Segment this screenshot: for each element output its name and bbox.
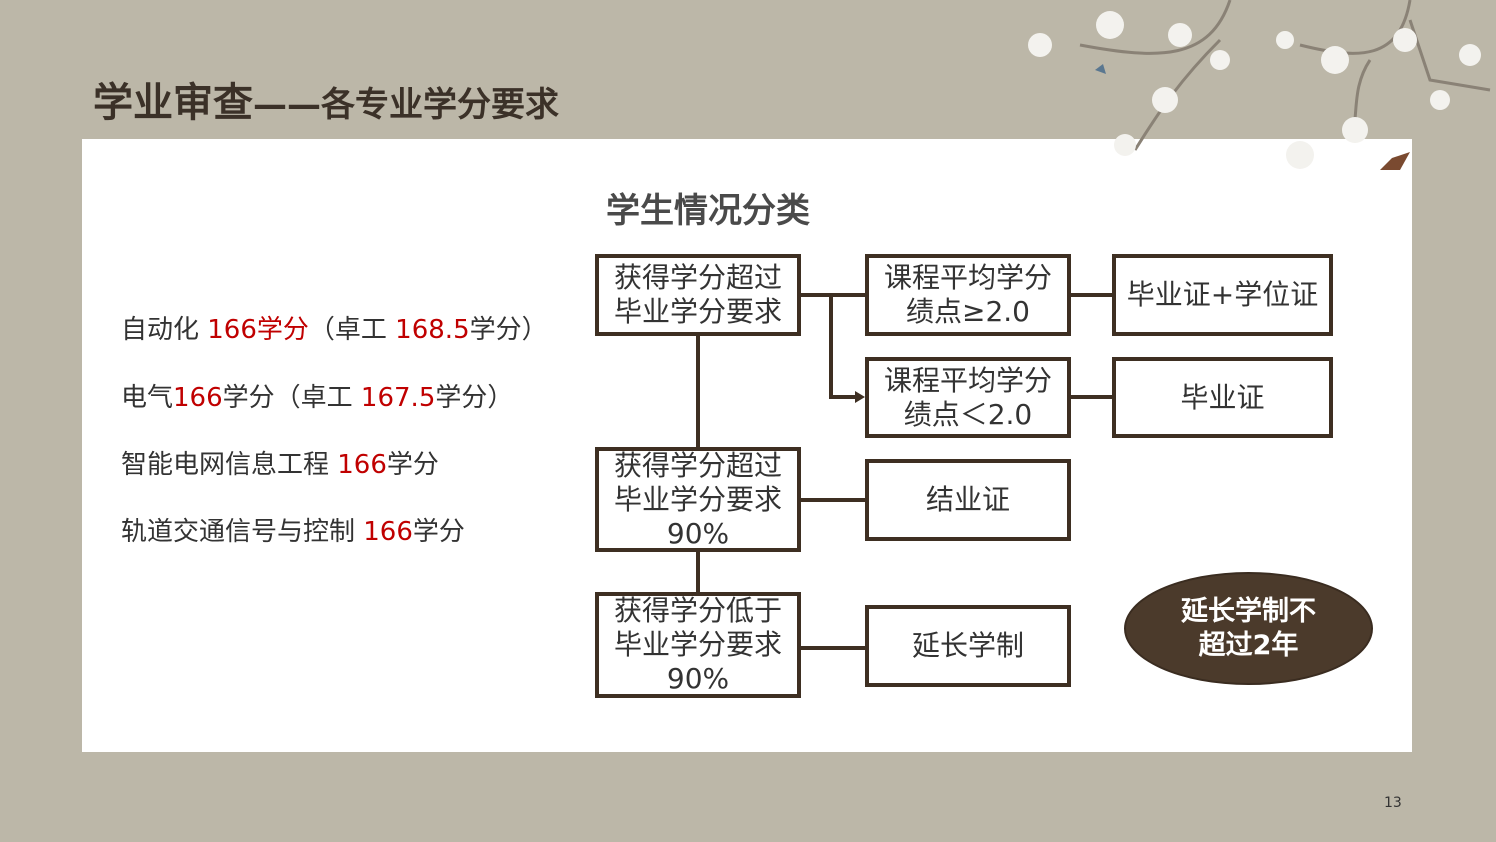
title-sub: ——各专业学分要求 [253,85,559,125]
box-credits-exceed: 获得学分超过毕业学分要求 [595,254,801,336]
connector [1071,395,1112,399]
box-diploma: 毕业证 [1112,357,1333,438]
box-extend-study: 延长学制 [865,605,1071,687]
connector [696,336,700,447]
page-number: 13 [1384,795,1402,811]
requirement-smartgrid: 智能电网信息工程 166学分 [121,450,439,480]
section-heading: 学生情况分类 [606,191,810,231]
extension-limit-ellipse: 延长学制不超过2年 [1124,572,1373,685]
box-diploma-degree: 毕业证+学位证 [1112,254,1333,336]
connector [829,293,833,399]
box-completion-cert: 结业证 [865,459,1071,541]
box-gpa-high: 课程平均学分绩点≥2.0 [865,254,1071,336]
box-gpa-low: 课程平均学分绩点＜2.0 [865,357,1071,438]
arrowhead-icon [855,391,865,403]
requirement-electrical: 电气166学分（卓工 167.5学分） [121,383,514,413]
connector [801,498,865,502]
requirement-rail: 轨道交通信号与控制 166学分 [121,517,465,547]
slide-title: 学业审查——各专业学分要求 [93,70,559,128]
connector [801,646,865,650]
requirement-automation: 自动化 166学分（卓工 168.5学分） [121,315,548,345]
connector [829,395,857,399]
title-main: 学业审查 [93,80,253,126]
connector [801,293,865,297]
magnolia-decoration-icon [1028,0,1491,170]
connector [696,552,700,592]
connector [1071,293,1112,297]
